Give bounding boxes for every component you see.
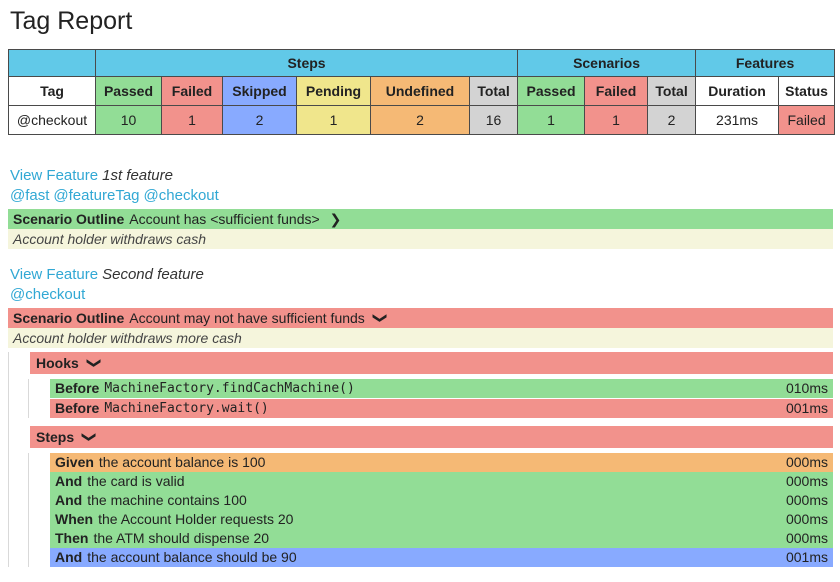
step-keyword: And [55,549,83,565]
chevron-down-icon: ❯ [372,312,389,324]
step-row: And the account balance should be 90 001… [50,548,833,567]
cell-steps-passed: 10 [95,105,162,135]
tag-summary-table: Steps Scenarios Features Tag Passed Fail… [8,49,836,135]
header-scenarios-passed[interactable]: Passed [517,76,586,106]
scenario-details: Hooks ❯ Before MachineFactory.findCachMa… [8,352,833,567]
chevron-down-icon: ❯ [86,357,103,369]
header-steps-total[interactable]: Total [468,76,519,106]
step-text: the machine contains 100 [87,492,247,508]
page: Tag Report Steps Scenarios Features Tag … [0,7,840,567]
feature-tags: @checkout [8,285,833,305]
scenario-description: Account holder withdraws more cash [8,328,833,348]
view-feature-link[interactable]: View Feature [10,167,99,184]
cell-steps-skipped: 2 [222,105,297,135]
header-steps-undefined[interactable]: Undefined [370,76,470,106]
step-text: the account balance is 100 [98,454,266,470]
step-duration: 000ms [785,454,828,470]
cell-steps-failed: 1 [161,105,223,135]
scenario-outline-bar[interactable]: Scenario Outline Account may not have su… [8,308,833,328]
step-row: When the Account Holder requests 20 000m… [50,510,833,529]
header-steps-pending[interactable]: Pending [296,76,371,106]
step-row: Given the account balance is 100 000ms [50,453,833,472]
hook-code: MachineFactory.findCachMachine() [104,381,355,396]
step-keyword: Then [55,530,89,546]
steps-section-bar[interactable]: Steps ❯ [30,426,833,448]
step-duration: 000ms [785,473,828,489]
header-duration[interactable]: Duration [695,76,780,106]
step-text: the ATM should dispense 20 [93,530,270,546]
step-keyword: And [55,492,83,508]
cell-steps-pending: 1 [296,105,371,135]
header-scenarios-failed[interactable]: Failed [584,76,649,106]
cell-duration: 231ms [695,105,780,135]
step-row: And the card is valid 000ms [50,472,833,491]
header-steps-group: Steps [94,49,519,77]
step-keyword: When [55,511,94,527]
header-scenarios-group: Scenarios [517,49,697,77]
header-status[interactable]: Status [778,76,836,106]
header-features-group: Features [695,49,836,77]
hook-duration: 010ms [785,380,828,396]
cell-steps-total: 16 [468,105,519,135]
hooks-section-bar[interactable]: Hooks ❯ [30,352,833,374]
step-text: the account balance should be 90 [87,549,297,565]
scenario-keyword: Scenario Outline [13,310,125,326]
feature-name: Second feature [102,266,204,283]
step-row: And the machine contains 100 000ms [50,491,833,510]
tag-link[interactable]: @checkout [10,286,86,303]
header-empty [8,49,96,77]
step-duration: 000ms [785,492,828,508]
scenario-description: Account holder withdraws cash [8,229,833,249]
header-steps-skipped[interactable]: Skipped [222,76,297,106]
cell-scenarios-passed: 1 [517,105,586,135]
table-group-header-row: Steps Scenarios Features [8,49,836,77]
table-column-header-row: Tag Passed Failed Skipped Pending Undefi… [8,76,836,106]
cell-scenarios-failed: 1 [584,105,649,135]
cell-steps-undefined: 2 [370,105,470,135]
hooks-title: Hooks [36,355,79,371]
table-row: @checkout 10 1 2 1 2 16 1 1 2 231ms Fail… [8,105,836,135]
step-duration: 000ms [785,530,828,546]
step-duration: 001ms [785,549,828,565]
feature-name: 1st feature [102,167,173,184]
step-keyword: Given [55,454,94,470]
hook-keyword: Before [55,380,100,396]
cell-scenarios-total: 2 [647,105,697,135]
step-keyword: And [55,473,83,489]
feature-tags: @fast@featureTag@checkout [8,186,833,206]
step-duration: 000ms [785,511,828,527]
hook-row: Before MachineFactory.findCachMachine() … [50,379,833,398]
chevron-right-icon: ❯ [329,211,342,227]
header-steps-failed[interactable]: Failed [161,76,223,106]
hook-keyword: Before [55,400,100,416]
view-feature-link[interactable]: View Feature [10,266,99,283]
tag-link[interactable]: @checkout [143,187,219,204]
header-steps-passed[interactable]: Passed [95,76,162,106]
tag-link[interactable]: @fast [10,187,50,204]
step-text: the Account Holder requests 20 [98,511,294,527]
scenario-name: Account may not have sufficient funds [129,310,365,326]
hook-row: Before MachineFactory.wait() 001ms [50,399,833,418]
cell-status: Failed [778,105,836,135]
scenario-keyword: Scenario Outline [13,211,125,227]
scenario-name: Account has <sufficient funds> [129,211,320,227]
hook-duration: 001ms [785,400,828,416]
hook-code: MachineFactory.wait() [104,401,269,416]
page-title: Tag Report [10,7,133,35]
cell-tag: @checkout [8,105,96,135]
hooks-list: Before MachineFactory.findCachMachine() … [28,379,833,418]
steps-list: Given the account balance is 100 000ms A… [28,453,833,567]
step-row: Then the ATM should dispense 20 000ms [50,529,833,548]
header-tag[interactable]: Tag [8,76,96,106]
chevron-down-icon: ❯ [81,431,98,443]
header-scenarios-total[interactable]: Total [647,76,697,106]
tag-link[interactable]: @featureTag [53,187,140,204]
step-text: the card is valid [87,473,185,489]
steps-title: Steps [36,429,75,445]
scenario-outline-bar[interactable]: Scenario Outline Account has <sufficient… [8,209,833,229]
